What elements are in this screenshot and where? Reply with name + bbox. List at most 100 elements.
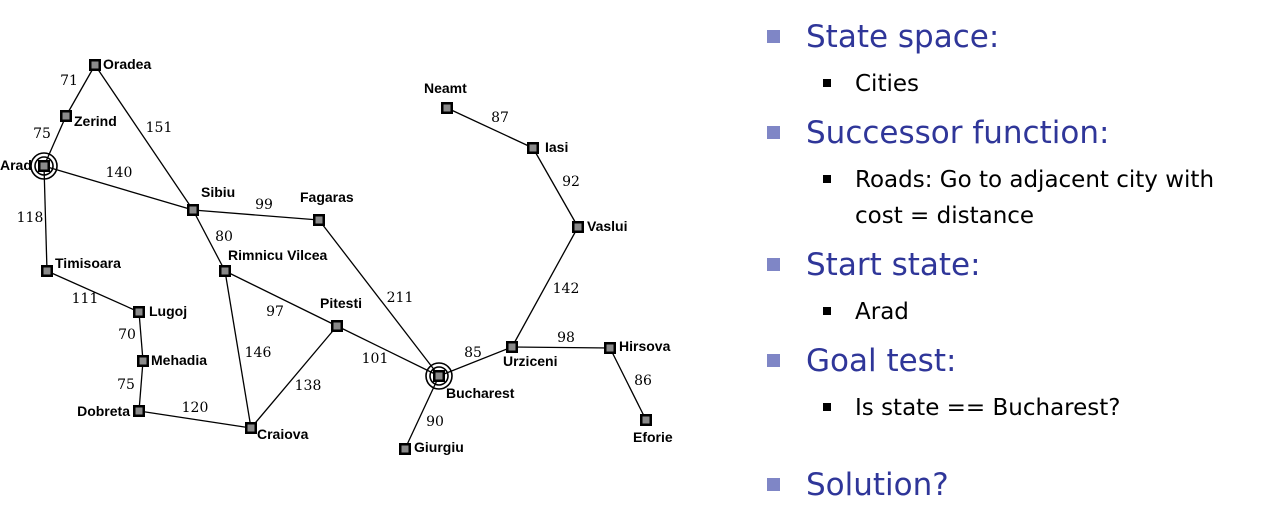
road-cost-urziceni-hirsova: 98 [557,330,575,346]
city-label-zerind: Zerind [74,113,117,129]
city-node-vaslui [572,221,584,233]
road-arad-timisoara [43,165,48,272]
city-node-pitesti [331,320,343,332]
city-square-inner [40,162,48,170]
city-label-fagaras: Fagaras [300,189,354,205]
road-vaslui-iasi [532,147,579,228]
city-square-inner [401,445,409,453]
city-square-inner [135,407,143,415]
city-square-inner [91,61,99,69]
road-cost-arad-sibiu: 140 [106,165,133,181]
city-ring [34,156,54,176]
city-node-dobreta [133,405,145,417]
city-label-eforie: Eforie [633,429,673,445]
road-oradea-sibiu [94,64,194,211]
city-square-inner [135,308,143,316]
spacer [760,434,1265,462]
goal-test-text: Is state == Bucharest? [855,395,1121,421]
road-cost-timisoara-lugoj: 111 [72,291,99,307]
city-square-inner [529,144,537,152]
city-square-inner [508,343,516,351]
road-iasi-neamt [446,107,534,149]
city-node-fagaras [313,214,325,226]
road-lugoj-mehadia [138,311,144,362]
road-arad-sibiu [43,165,194,211]
city-label-arad: Arad [0,157,32,173]
road-cost-sibiu-rimnicu: 80 [215,229,233,245]
city-ring [425,362,453,390]
road-cost-zerind-arad: 75 [33,126,51,142]
city-square-inner [221,267,229,275]
city-label-mehadia: Mehadia [151,352,207,368]
road-cost-fagaras-bucharest: 211 [387,290,414,306]
bullet-square-icon [767,258,780,271]
road-sibiu-fagaras [192,209,320,221]
start-state-heading: Start state: [806,247,981,283]
city-label-giurgiu: Giurgiu [414,439,464,455]
road-sibiu-rimnicu [192,209,226,272]
road-rimnicu-pitesti [224,270,338,327]
city-label-lugoj: Lugoj [149,303,187,319]
city-square-inner [435,372,443,380]
city-label-rimnicu: Rimnicu Vilcea [228,247,328,263]
road-dobreta-craiova [138,410,252,429]
road-cost-arad-timisoara: 118 [17,210,44,226]
state-space-text: Cities [855,71,919,97]
city-label-iasi: Iasi [545,139,568,155]
city-label-hirsova: Hirsova [619,338,671,354]
city-square-inner [315,216,323,224]
road-craiova-pitesti [250,325,338,429]
road-timisoara-lugoj [46,270,140,313]
start-state-bullet: Start state: [760,242,1265,288]
city-square-inner [606,344,614,352]
city-node-urziceni [506,341,518,353]
road-cost-bucharest-giurgiu: 90 [426,414,444,430]
city-square-inner [62,112,70,120]
bullet-square-icon [767,354,780,367]
city-label-timisoara: Timisoara [55,255,121,271]
bullet-square-icon [767,126,780,139]
start-state-text: Arad [855,299,909,325]
city-node-rimnicu [219,265,231,277]
road-cost-bucharest-urziceni: 85 [464,345,482,361]
roads-layer [43,64,647,450]
successor-text: Roads: Go to adjacent city with cost = d… [855,167,1215,229]
road-urziceni-vaslui [511,226,579,348]
city-label-pitesti: Pitesti [320,295,362,311]
goal-test-subbullet: Is state == Bucharest? [820,390,1265,426]
start-state-subbullet: Arad [820,294,1265,330]
state-space-heading: State space: [806,19,1000,55]
city-square-inner [189,206,197,214]
road-mehadia-dobreta [138,360,144,412]
state-space-subbullet: Cities [820,66,1265,102]
bullet-square-icon [823,79,831,87]
city-node-neamt [441,102,453,114]
city-square-inner [574,223,582,231]
bullet-square-icon [767,30,780,43]
road-cost-dobreta-craiova: 120 [182,400,209,416]
city-label-vaslui: Vaslui [587,218,627,234]
city-square-inner [333,322,341,330]
city-label-sibiu: Sibiu [201,184,235,200]
city-node-mehadia [137,355,149,367]
city-label-urziceni: Urziceni [503,353,557,369]
road-rimnicu-craiova [224,270,252,429]
road-cost-hirsova-eforie: 86 [634,373,652,389]
city-node-arad [30,152,58,180]
state-space-bullet: State space: [760,14,1265,60]
road-cost-oradea-sibiu: 151 [146,120,173,136]
city-node-hirsova [604,342,616,354]
city-node-lugoj [133,306,145,318]
bullet-square-icon [767,478,780,491]
city-label-neamt: Neamt [424,80,467,96]
road-cost-lugoj-mehadia: 70 [118,327,136,343]
city-node-eforie [640,414,652,426]
city-labels-layer: OradeaZerindAradTimisoaraLugojMehadiaDob… [0,56,673,455]
road-oradea-zerind [65,64,96,117]
city-square-inner [139,357,147,365]
city-node-bucharest [425,362,453,390]
goal-test-bullet: Goal test: [760,338,1265,384]
solution-bullet: Solution? [760,462,1265,508]
